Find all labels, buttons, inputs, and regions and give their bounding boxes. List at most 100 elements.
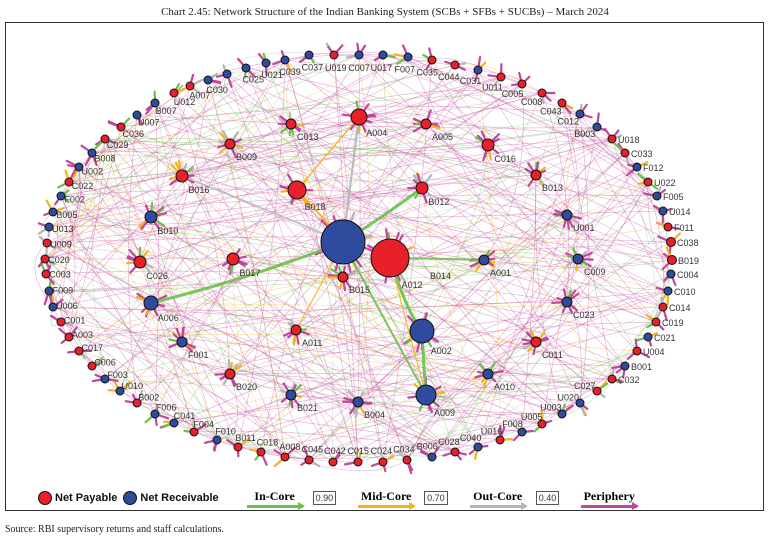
net-payable-node[interactable] <box>304 455 314 465</box>
net-payable-node[interactable] <box>285 118 297 130</box>
bank-node[interactable]: F007 <box>394 52 415 75</box>
net-payable-node[interactable] <box>607 134 617 144</box>
net-payable-node[interactable] <box>189 427 199 437</box>
bank-node[interactable]: U010 <box>115 381 143 396</box>
bank-node[interactable]: F006 <box>150 403 176 419</box>
bank-node[interactable]: A003 <box>64 330 93 342</box>
net-payable-node[interactable] <box>40 254 50 264</box>
net-payable-node[interactable] <box>402 455 412 465</box>
net-payable-node[interactable] <box>632 346 642 356</box>
net-receivable-node[interactable] <box>409 318 435 344</box>
net-receivable-node[interactable] <box>176 336 188 348</box>
net-receivable-node[interactable] <box>403 52 413 62</box>
net-payable-node[interactable] <box>420 118 432 130</box>
net-receivable-node[interactable] <box>557 409 567 419</box>
net-receivable-node[interactable] <box>44 222 54 232</box>
bank-node[interactable]: C042 <box>324 446 346 467</box>
bank-node[interactable]: C005 <box>502 79 527 99</box>
bank-node[interactable]: B019 <box>667 255 700 267</box>
bank-node[interactable]: C022 <box>64 177 93 191</box>
bank-node[interactable]: U017 <box>371 50 393 73</box>
bank-node[interactable]: B003 <box>574 122 602 139</box>
bank-node[interactable]: U009 <box>42 238 72 250</box>
net-payable-node[interactable] <box>530 336 542 348</box>
bank-node[interactable]: C031 <box>460 65 483 86</box>
bank-node[interactable]: U018 <box>607 134 640 145</box>
net-receivable-node[interactable] <box>44 286 54 296</box>
bank-node[interactable]: C034 <box>393 444 415 465</box>
bank-node[interactable]: F002 <box>56 191 85 204</box>
net-payable-node[interactable] <box>224 138 236 150</box>
net-payable-node[interactable] <box>290 324 302 336</box>
net-payable-node[interactable] <box>42 238 52 248</box>
net-payable-node[interactable] <box>378 457 388 467</box>
bank-node[interactable] <box>320 219 366 265</box>
net-payable-node[interactable] <box>328 457 338 467</box>
bank-node[interactable]: F009 <box>44 286 73 296</box>
net-payable-node[interactable] <box>658 302 668 312</box>
net-receivable-node[interactable] <box>666 269 676 279</box>
bank-node[interactable]: F005 <box>652 191 684 202</box>
bank-node[interactable]: U020 <box>558 392 585 408</box>
bank-node[interactable]: C021 <box>643 332 676 343</box>
net-receivable-node[interactable] <box>482 368 494 380</box>
net-payable-node[interactable] <box>353 457 363 467</box>
net-payable-node[interactable] <box>100 134 110 144</box>
bank-node[interactable]: C020 <box>40 254 70 265</box>
net-receivable-node[interactable] <box>427 452 437 462</box>
net-receivable-node[interactable] <box>575 398 585 408</box>
bank-node[interactable]: C004 <box>666 269 699 280</box>
net-receivable-node[interactable] <box>280 55 290 65</box>
net-receivable-node[interactable] <box>320 219 366 265</box>
bank-node[interactable]: U019 <box>325 50 347 73</box>
net-payable-node[interactable] <box>663 222 673 232</box>
bank-node[interactable]: C001 <box>56 315 85 327</box>
net-payable-node[interactable] <box>415 181 429 195</box>
bank-node[interactable]: C006 <box>87 358 116 371</box>
bank-node[interactable]: U011 <box>482 72 506 92</box>
net-payable-node[interactable] <box>133 255 147 269</box>
net-receivable-node[interactable] <box>285 389 297 401</box>
net-payable-node[interactable] <box>56 317 66 327</box>
bank-node[interactable]: C007 <box>348 50 370 73</box>
bank-node[interactable]: B011 <box>233 433 256 452</box>
bank-node[interactable]: F012 <box>632 162 664 173</box>
net-payable-node[interactable] <box>350 108 368 126</box>
bank-node[interactable]: C009 <box>572 253 606 277</box>
bank-node[interactable]: F003 <box>100 370 128 384</box>
bank-node[interactable]: B015 <box>337 271 370 295</box>
net-receivable-node[interactable] <box>304 50 314 60</box>
bank-node[interactable]: A002 <box>409 318 452 356</box>
net-receivable-node[interactable] <box>150 409 160 419</box>
net-receivable-node[interactable] <box>222 69 232 79</box>
net-receivable-node[interactable] <box>241 63 251 73</box>
net-receivable-node[interactable] <box>74 162 84 172</box>
bank-node[interactable]: A007 <box>185 81 210 101</box>
net-receivable-node[interactable] <box>143 295 159 311</box>
net-receivable-node[interactable] <box>354 50 364 60</box>
bank-node[interactable]: A008 <box>279 442 300 462</box>
net-payable-node[interactable] <box>329 50 339 60</box>
net-receivable-node[interactable] <box>572 253 584 265</box>
bank-node[interactable]: B004 <box>352 396 385 420</box>
bank-node[interactable]: C043 <box>540 98 567 116</box>
bank-node[interactable]: C015 <box>347 446 369 467</box>
bank-node[interactable]: U001 <box>561 209 595 233</box>
net-receivable-node[interactable] <box>212 435 222 445</box>
net-receivable-node[interactable] <box>478 254 490 266</box>
net-payable-node[interactable] <box>256 447 266 457</box>
bank-node[interactable]: F010 <box>212 427 236 445</box>
bank-node[interactable]: B010 <box>144 210 178 236</box>
bank-node[interactable]: C045 <box>302 444 324 465</box>
bank-node[interactable]: C008 <box>521 88 547 107</box>
net-receivable-node[interactable] <box>620 361 630 371</box>
net-payable-node[interactable] <box>481 138 495 152</box>
bank-node[interactable]: C025 <box>241 63 264 84</box>
bank-node[interactable]: C017 <box>74 343 103 356</box>
net-payable-node[interactable] <box>557 98 567 108</box>
bank-node[interactable]: B006 <box>417 442 438 462</box>
net-payable-node[interactable] <box>337 271 349 283</box>
bank-node[interactable]: C041 <box>169 411 195 428</box>
net-payable-node[interactable] <box>667 255 677 265</box>
net-payable-node[interactable] <box>666 237 676 247</box>
